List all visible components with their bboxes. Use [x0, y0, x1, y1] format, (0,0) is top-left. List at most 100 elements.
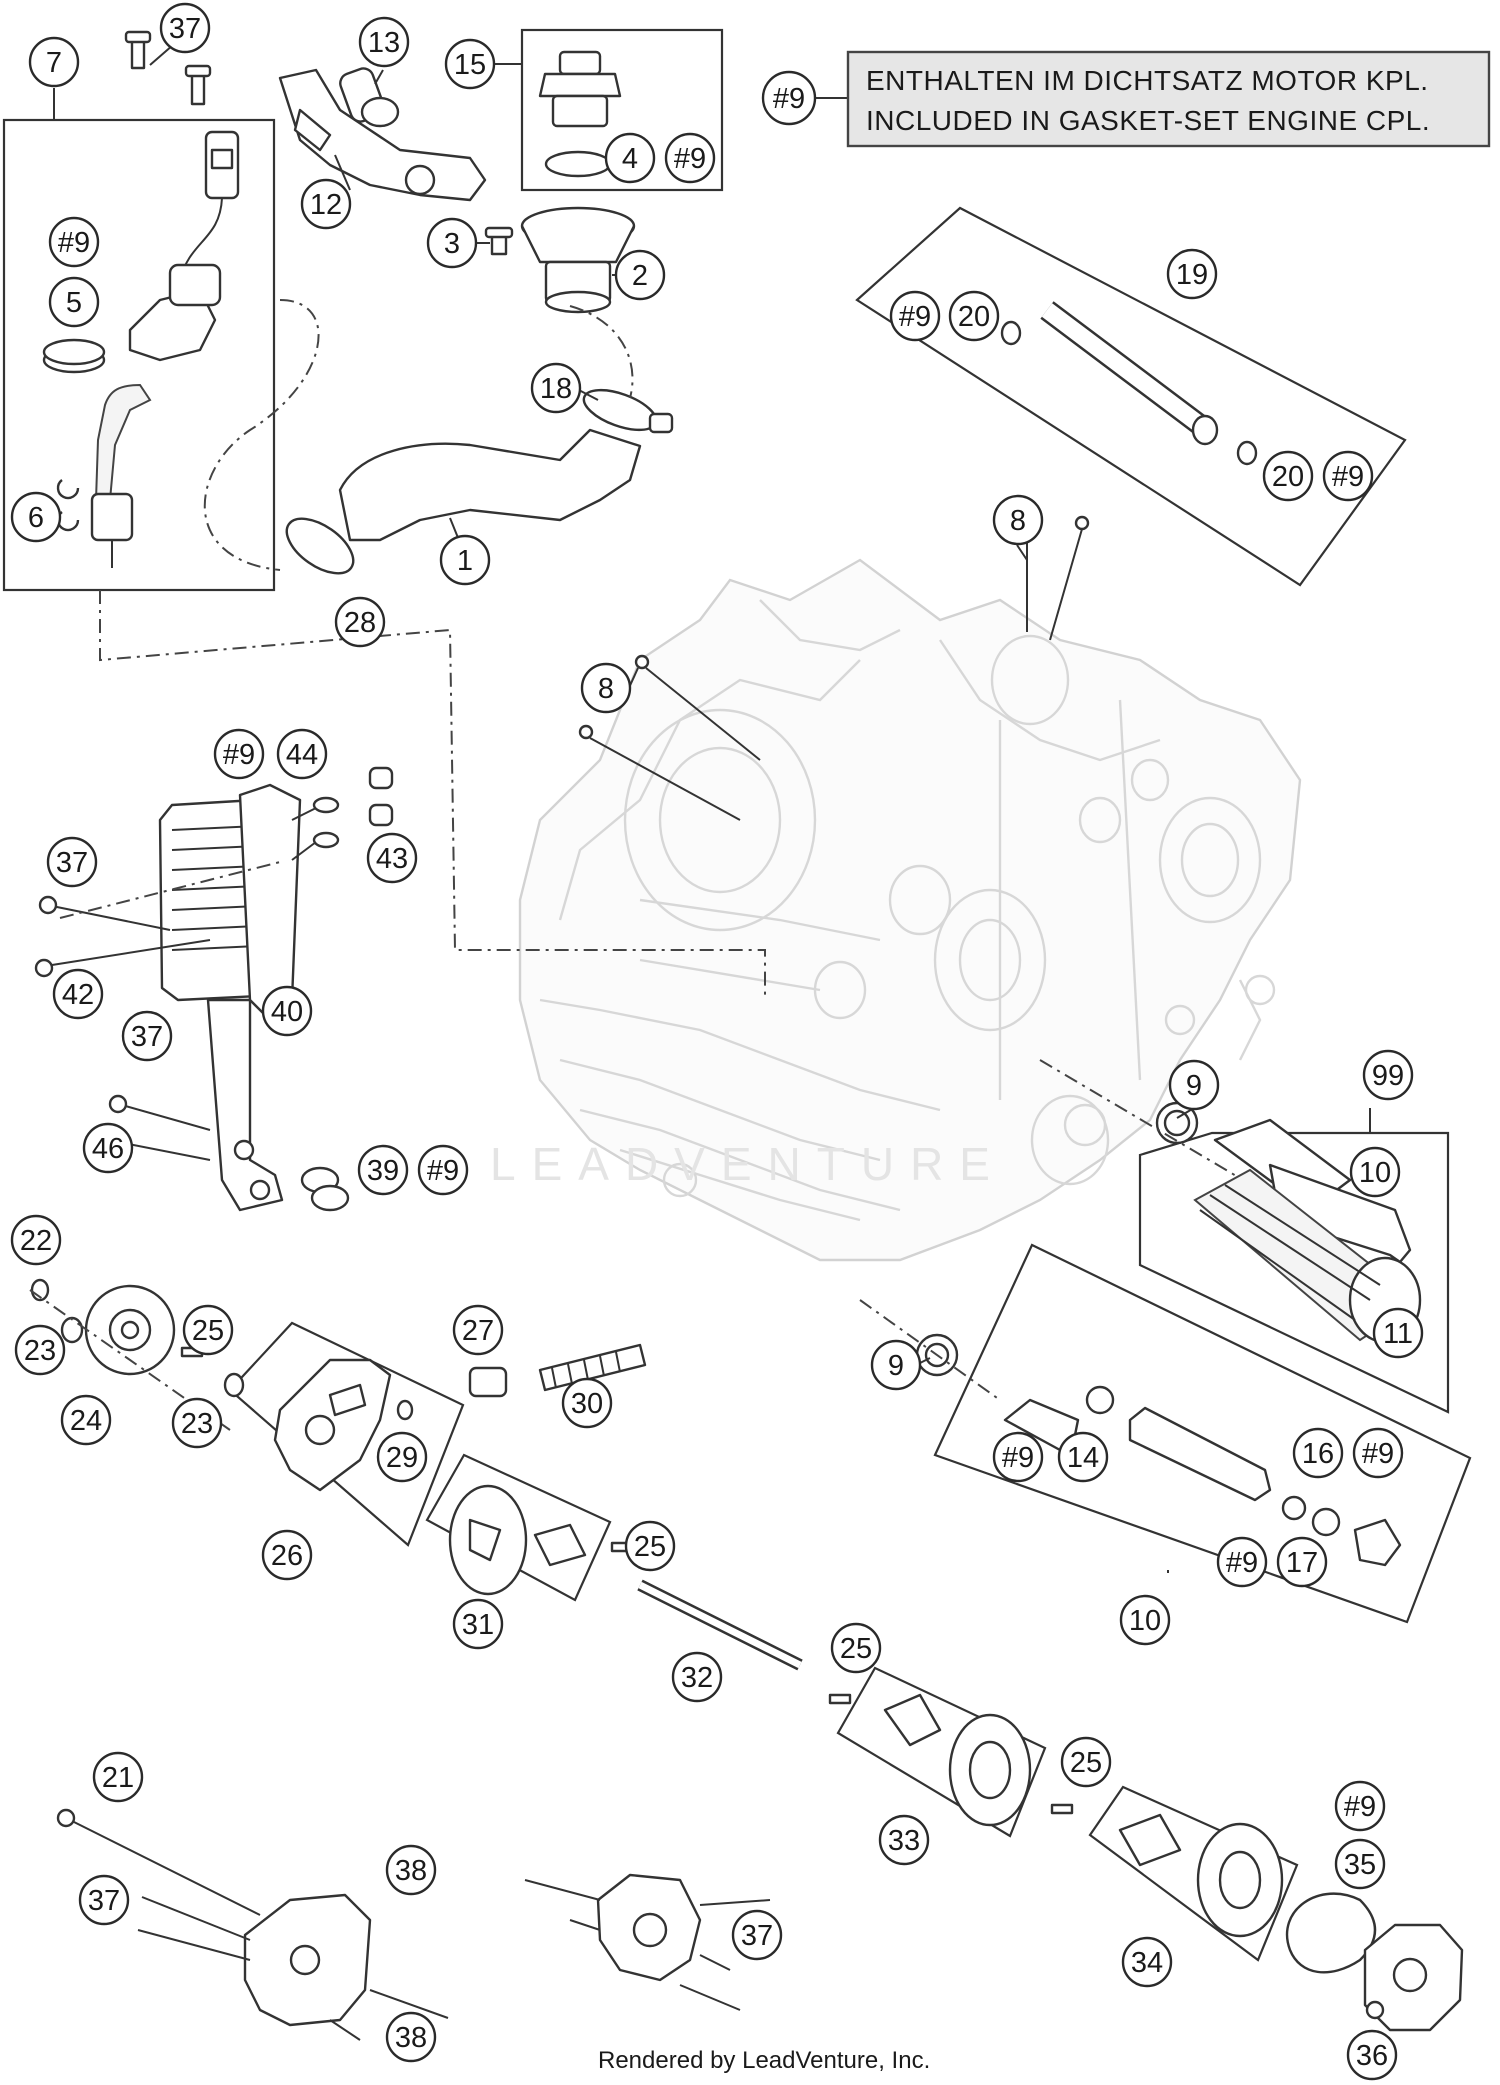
callout-circle	[1334, 1780, 1386, 1832]
callout-circle	[159, 2, 211, 54]
callout-label: 37	[169, 13, 201, 45]
callout-c29: 29	[376, 1431, 428, 1483]
callout-circle	[1216, 1536, 1268, 1588]
callout-label: 20	[958, 301, 990, 333]
callout-c23a: 23	[14, 1324, 66, 1376]
callout-circle	[1121, 1936, 1173, 1988]
callout-label: 42	[62, 979, 94, 1011]
callout-circle	[1352, 1427, 1404, 1479]
callout-c34: 34	[1121, 1936, 1173, 1988]
callout-circle	[261, 1529, 313, 1581]
callout-c4: 4	[604, 132, 656, 184]
rotor-34	[1118, 1813, 1284, 1938]
callout-label: 2	[632, 260, 648, 292]
callout-c9a: 9	[1168, 1059, 1220, 1111]
callout-c6: 6	[10, 491, 62, 543]
callout-c24: 24	[60, 1394, 112, 1446]
callout-circle	[10, 491, 62, 543]
routing-line-28	[99, 590, 766, 1000]
callouts: 1234#95#9678899101011121314#91516#917#91…	[10, 2, 1424, 2081]
callout-label: #9	[674, 143, 706, 175]
callout-label: 35	[1344, 1849, 1376, 1881]
callout-c5: 5	[48, 276, 100, 328]
callout-circle	[889, 290, 941, 342]
callout-circle	[182, 1304, 234, 1356]
callout-c12: 12	[300, 178, 352, 230]
gasket-35	[1285, 1892, 1377, 1974]
callout-circle	[580, 662, 632, 714]
callout-c36: 36	[1346, 2029, 1398, 2081]
screws-37-top	[124, 30, 212, 106]
callout-label: #9	[58, 227, 90, 259]
callout-c99: 99	[1362, 1049, 1414, 1101]
callout-circle	[426, 217, 478, 269]
callout-label: #9	[1002, 1442, 1034, 1474]
callout-label: 20	[1272, 461, 1304, 493]
pin-25c	[828, 1693, 852, 1705]
callout-circle	[10, 1214, 62, 1266]
o-ring-4	[544, 150, 612, 178]
circlip-6a	[56, 479, 80, 500]
callout-label: 7	[46, 47, 62, 79]
callout-circle	[60, 1394, 112, 1446]
callout-circle	[1292, 1427, 1344, 1479]
spring-27-30	[396, 1343, 647, 1421]
callout-c43: 43	[366, 832, 418, 884]
gasket-set-note: ENTHALTEN IM DICHTSATZ MOTOR KPL. INCLUD…	[816, 50, 1491, 148]
watermark: LEADVENTURE	[490, 1138, 1006, 1190]
callout-circle	[444, 38, 496, 90]
callout-circle	[357, 1144, 409, 1196]
callout-c35: 35	[1334, 1838, 1386, 1890]
callout-circle	[1276, 1536, 1328, 1588]
callout-label: 29	[386, 1442, 418, 1474]
callout-c38b: 38	[385, 2011, 437, 2063]
pump-housing-38b	[56, 1808, 449, 2041]
callout-circle	[452, 1304, 504, 1356]
callout-circle	[671, 1651, 723, 1703]
callout-label: 37	[88, 1885, 120, 1917]
callout-label: 32	[681, 1662, 713, 1694]
callout-c25b: 25	[624, 1520, 676, 1572]
callout-circle	[530, 362, 582, 414]
callout-circle	[78, 1874, 130, 1926]
callout-circle	[366, 832, 418, 884]
callout-label: 6	[28, 502, 44, 534]
note-ref-callout: #9	[761, 70, 817, 126]
oil-filler-plug-15	[538, 50, 622, 178]
callout-circle	[624, 1520, 676, 1572]
callout-label: 37	[56, 847, 88, 879]
callout-c37b: 37	[46, 836, 98, 888]
callout-circle	[334, 596, 386, 648]
callout-c17: 17	[1276, 1536, 1328, 1588]
callout-c14g: #9	[992, 1431, 1044, 1483]
callout-circle	[830, 1622, 882, 1674]
sprocket-24	[30, 1278, 176, 1376]
callout-circle	[300, 178, 352, 230]
callout-label: 22	[20, 1225, 52, 1257]
callout-c1: 1	[439, 534, 491, 586]
callout-circle	[417, 1144, 469, 1196]
callout-circle	[948, 290, 1000, 342]
callout-c10b: 10	[1119, 1594, 1171, 1646]
callout-circle	[1119, 1594, 1171, 1646]
callout-label: 8	[598, 673, 614, 705]
callout-label: 4	[622, 143, 638, 175]
callout-label: 10	[1129, 1605, 1161, 1637]
callout-c33: 33	[878, 1814, 930, 1866]
callout-label: 8	[1010, 505, 1026, 537]
callout-c38a: 38	[385, 1844, 437, 1896]
callout-circle	[452, 1598, 504, 1650]
callout-label: 10	[1359, 1157, 1391, 1189]
callout-c44: 44	[276, 728, 328, 780]
group-box-31	[425, 1453, 612, 1602]
callout-circle	[1346, 2029, 1398, 2081]
sleeve-13	[339, 67, 400, 128]
callout-circle	[48, 276, 100, 328]
callout-c15: 15	[444, 38, 496, 90]
callout-c26: 26	[261, 1529, 313, 1581]
callout-circle	[171, 1397, 223, 1449]
callout-c2: 2	[614, 249, 666, 301]
callout-c11: 11	[1372, 1307, 1424, 1359]
sleeves-43-44	[291, 766, 394, 861]
